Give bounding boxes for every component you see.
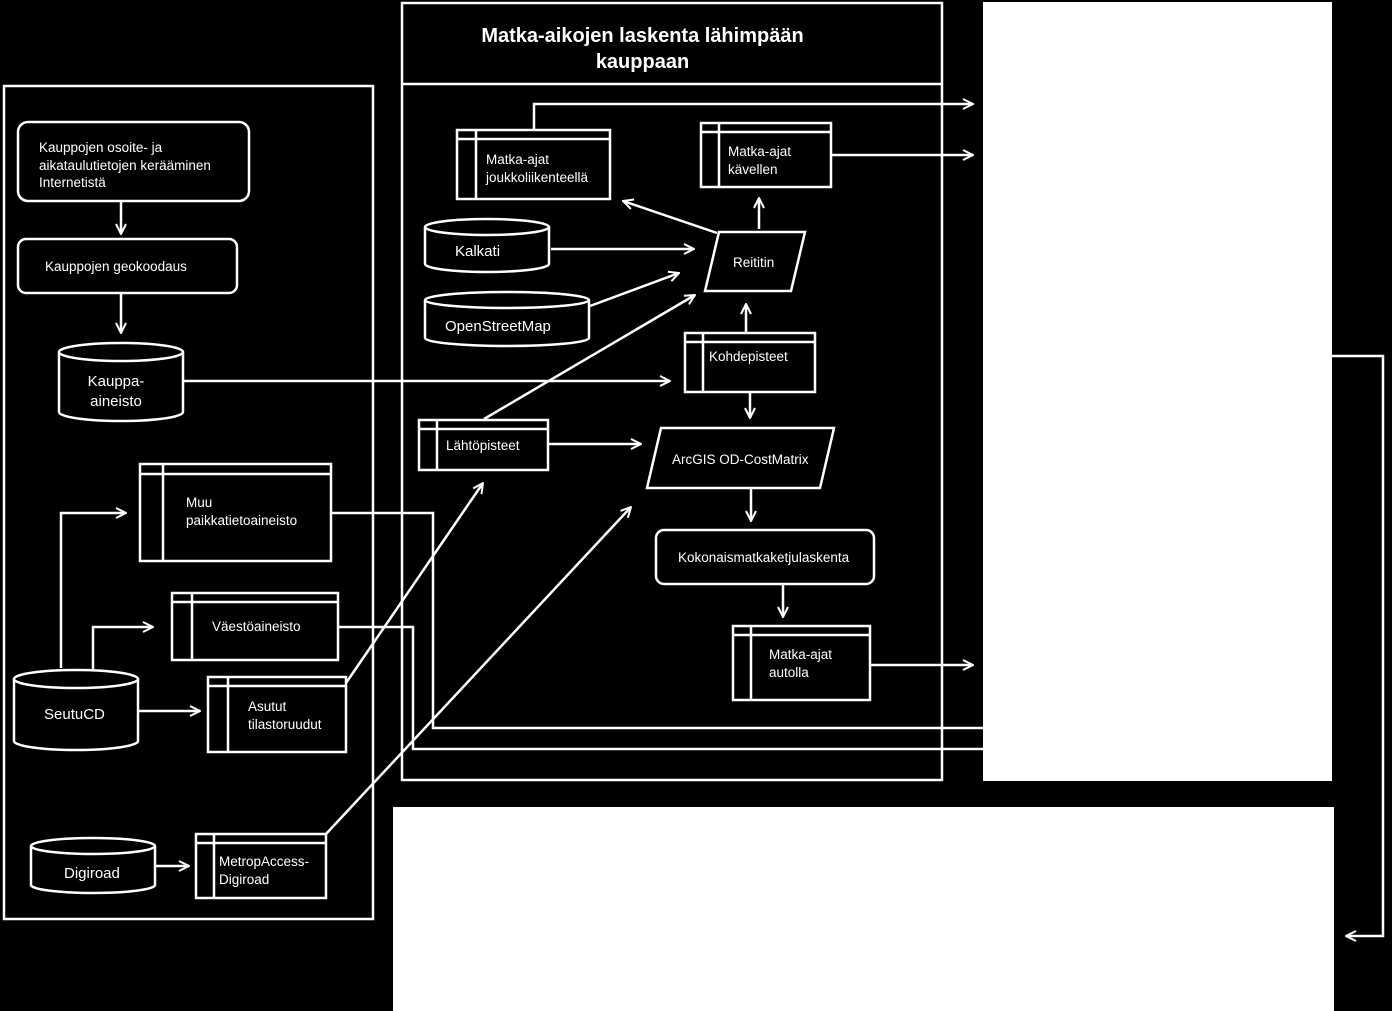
arrow-reititin-joukkoliikenne	[623, 201, 718, 235]
joukkoliikenne-store	[455, 128, 612, 201]
kalkati-cylinder	[423, 217, 551, 274]
kerays-box	[16, 120, 251, 203]
kauppa-aineisto-cylinder	[57, 341, 185, 423]
arrow-asutut-lahtopisteet	[344, 483, 483, 684]
white-panel-right	[983, 2, 1332, 781]
arrow-metropaccess-odcost	[325, 507, 631, 835]
autolla-store	[731, 624, 872, 702]
line-muu-out	[332, 511, 983, 730]
metropaccess-store	[194, 832, 328, 900]
arrow-osm-reititin	[589, 273, 679, 308]
seutucd-cylinder	[12, 668, 140, 752]
reititin-shape	[703, 230, 807, 293]
kokonais-box	[654, 528, 876, 586]
digiroad-cylinder	[29, 836, 157, 895]
arrow-seutucd-vaesto	[91, 627, 153, 670]
kohdepisteet-store	[683, 331, 817, 394]
arrow-joukkoliikenne-out	[532, 104, 973, 129]
line-vaesto-out	[339, 625, 983, 751]
left-panel-frame	[2, 84, 375, 921]
asutut-store	[206, 675, 348, 754]
geokoodaus-box	[16, 237, 239, 295]
white-panel-bottom	[393, 807, 1334, 1011]
vaesto-store	[170, 591, 340, 662]
middle-panel-frame	[400, 1, 944, 782]
muu-store	[138, 462, 333, 563]
arrow-right-to-bottom	[1332, 354, 1385, 936]
odcost-shape	[645, 426, 836, 490]
arrow-lahtopisteet-reititin	[483, 295, 695, 421]
arrow-seutucd-muu	[59, 513, 126, 668]
lahtopisteet-store	[417, 418, 550, 472]
kavellen-store	[699, 121, 833, 189]
osm-cylinder	[423, 290, 591, 348]
